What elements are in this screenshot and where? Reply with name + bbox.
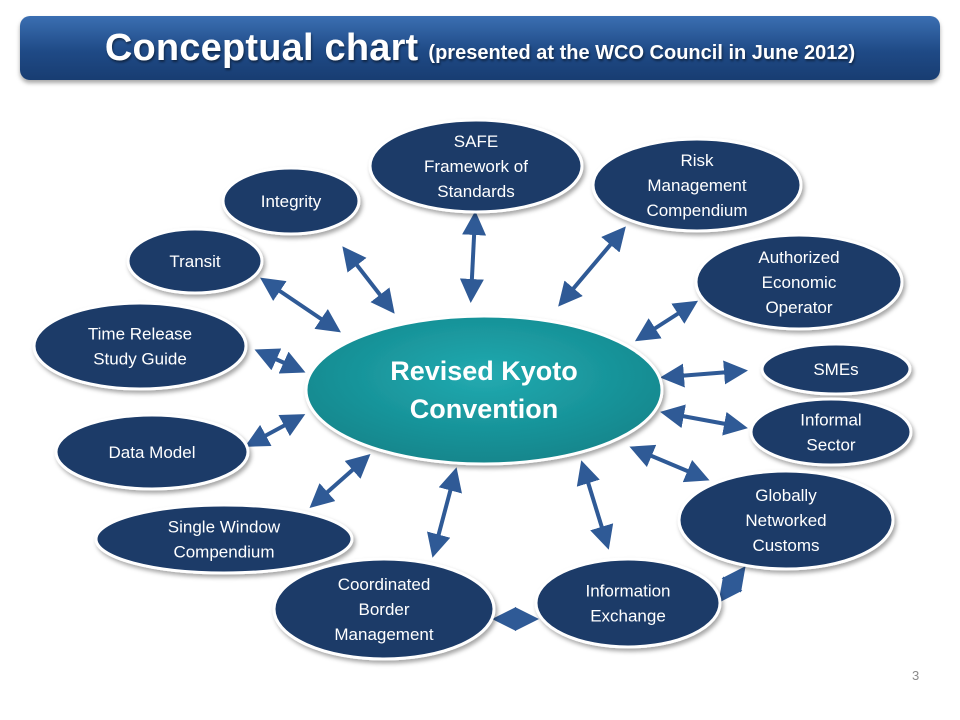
node-label-line: Management (334, 625, 434, 644)
connector-arrow-1 (459, 211, 487, 303)
node-label-line: Management (647, 176, 747, 195)
node-label-safe-framework: SAFE Framework of Standards (424, 132, 528, 201)
node-label-smes: SMEs (813, 360, 858, 379)
node-ellipse-data-model (54, 413, 250, 491)
connector-arrows (244, 211, 748, 631)
node-label-line: Framework of (424, 157, 528, 176)
connector-arrow-11 (309, 454, 371, 508)
node-ellipse-authorized-economic-operator (694, 233, 904, 331)
node-label-line: Compendium (646, 201, 747, 220)
connector-arrow-6 (254, 348, 306, 374)
slide-title: Conceptual chart (104, 26, 419, 69)
node-data-model: Data Model (54, 413, 250, 491)
node-label-integrity: Integrity (261, 192, 322, 211)
connector-arrow-7 (660, 360, 748, 388)
node-label-line: Information (585, 582, 670, 601)
node-ellipse-transit (126, 227, 264, 295)
title-bar: Conceptual chart (presented at the WCO C… (20, 16, 940, 80)
node-ellipse-information-exchange (534, 557, 722, 649)
node-label-line: Coordinated (338, 575, 431, 594)
node-label-line: Sector (806, 436, 855, 455)
slide-subtitle: (presented at the WCO Council in June 20… (428, 41, 856, 64)
node-ellipse-time-release (32, 301, 248, 391)
node-label-line: SAFE (454, 132, 498, 151)
node-safe-framework: SAFE Framework of Standards (368, 118, 584, 214)
node-label-line: Border (358, 600, 409, 619)
node-label-line: Standards (437, 182, 515, 201)
node-transit: Transit (126, 227, 264, 295)
node-ellipse-globally-networked-customs (677, 469, 895, 571)
node-integrity: Integrity (221, 166, 361, 236)
node-label-line: Compendium (173, 543, 274, 562)
node-label-line: Exchange (590, 607, 666, 626)
node-ellipse-risk-management (591, 137, 803, 233)
node-label-line: Transit (169, 252, 221, 271)
connector-arrow-13 (576, 460, 614, 550)
node-label-line: Globally (755, 486, 817, 505)
node-label-line: SMEs (813, 360, 858, 379)
connector-arrow-12 (427, 467, 462, 558)
node-smes: SMEs (760, 342, 912, 396)
center-label-line: Revised Kyoto (390, 356, 578, 386)
connector-arrow-5 (634, 300, 699, 342)
node-label-line: Risk (680, 151, 714, 170)
node-label-line: Networked (745, 511, 826, 530)
node-ellipse-informal-sector (749, 397, 913, 467)
center-label-line: Convention (410, 394, 559, 424)
node-label-data-model: Data Model (109, 443, 196, 462)
node-label-line: Customs (752, 536, 819, 555)
connector-arrow-3 (342, 246, 395, 314)
node-label-line: Economic (762, 273, 837, 292)
node-label-line: Integrity (261, 192, 322, 211)
node-ellipse-smes (760, 342, 912, 396)
page-number: 3 (912, 668, 920, 683)
node-label-transit: Transit (169, 252, 221, 271)
connector-arrow-15 (718, 566, 746, 603)
connector-arrow-9 (244, 414, 306, 447)
connector-arrow-8 (660, 404, 748, 436)
node-label-line: Authorized (758, 248, 839, 267)
connector-arrow-4 (260, 277, 341, 333)
node-ellipse-integrity (221, 166, 361, 236)
node-label-line: Operator (765, 298, 832, 317)
connector-arrow-10 (629, 444, 710, 483)
node-label-line: Study Guide (93, 350, 187, 369)
node-label-line: Informal (800, 411, 861, 430)
center-ellipse (304, 314, 664, 466)
node-ellipse-single-window (94, 503, 354, 575)
node-ellipse-safe-framework (368, 118, 584, 214)
node-label-line: Single Window (168, 518, 281, 537)
node-ellipse-coordinated-border-management (272, 557, 496, 661)
node-label-line: Data Model (109, 443, 196, 462)
connector-arrow-2 (558, 226, 626, 307)
node-label-line: Time Release (88, 325, 192, 344)
